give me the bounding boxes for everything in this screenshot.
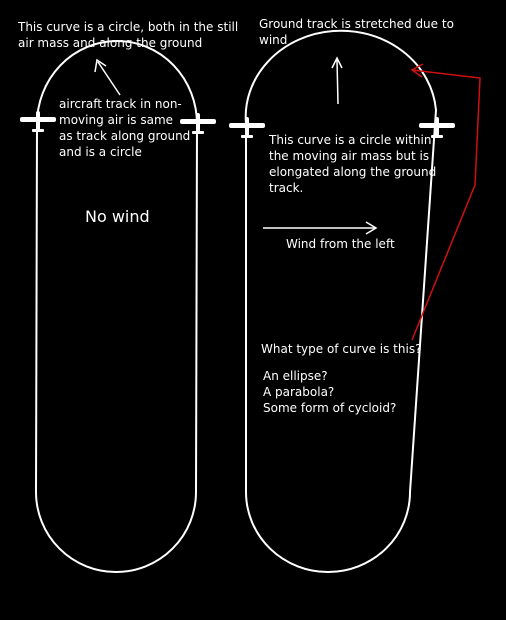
airplane-icon bbox=[229, 117, 265, 138]
caption-line: This curve is a circle within bbox=[269, 133, 432, 147]
caption-line: wind bbox=[259, 33, 288, 47]
left-caption-track: aircraft track in non- moving air is sam… bbox=[59, 96, 190, 160]
caption-line: the moving air mass but is bbox=[269, 149, 430, 163]
airplane-icon bbox=[419, 117, 455, 138]
curve-options: An ellipse? A parabola? Some form of cyc… bbox=[263, 368, 396, 416]
question-pointer bbox=[410, 63, 481, 341]
caption-line: This curve is a circle, both in the stil… bbox=[18, 20, 239, 34]
left-caption-top: This curve is a circle, both in the stil… bbox=[18, 19, 238, 51]
caption-line: elongated along the ground bbox=[269, 165, 437, 179]
right-caption-top: Ground track is stretched due to wind bbox=[259, 16, 454, 48]
no-wind-label: No wind bbox=[85, 207, 150, 226]
airplane-icon bbox=[20, 111, 56, 132]
arrow-up-icon bbox=[331, 56, 343, 105]
arrow-up-icon bbox=[94, 58, 121, 96]
option-cycloid: Some form of cycloid? bbox=[263, 401, 397, 415]
caption-line: as track along ground bbox=[59, 129, 191, 143]
left-track-outline bbox=[34, 40, 199, 573]
wind-label: Wind from the left bbox=[286, 237, 395, 251]
caption-line: track. bbox=[269, 181, 304, 195]
option-ellipse: An ellipse? bbox=[263, 369, 328, 383]
option-parabola: A parabola? bbox=[263, 385, 335, 399]
caption-line: moving air is same bbox=[59, 113, 174, 127]
caption-line: Ground track is stretched due to bbox=[259, 17, 454, 31]
wind-arrow-icon bbox=[263, 221, 378, 235]
right-caption-curve: This curve is a circle within the moving… bbox=[269, 132, 436, 196]
right-track-outline bbox=[244, 29, 438, 573]
caption-line: air mass and along the ground bbox=[18, 36, 203, 50]
airplane-icon bbox=[180, 113, 216, 134]
question-text: What type of curve is this? bbox=[261, 342, 422, 356]
caption-line: aircraft track in non- bbox=[59, 97, 182, 111]
caption-line: and is a circle bbox=[59, 145, 142, 159]
